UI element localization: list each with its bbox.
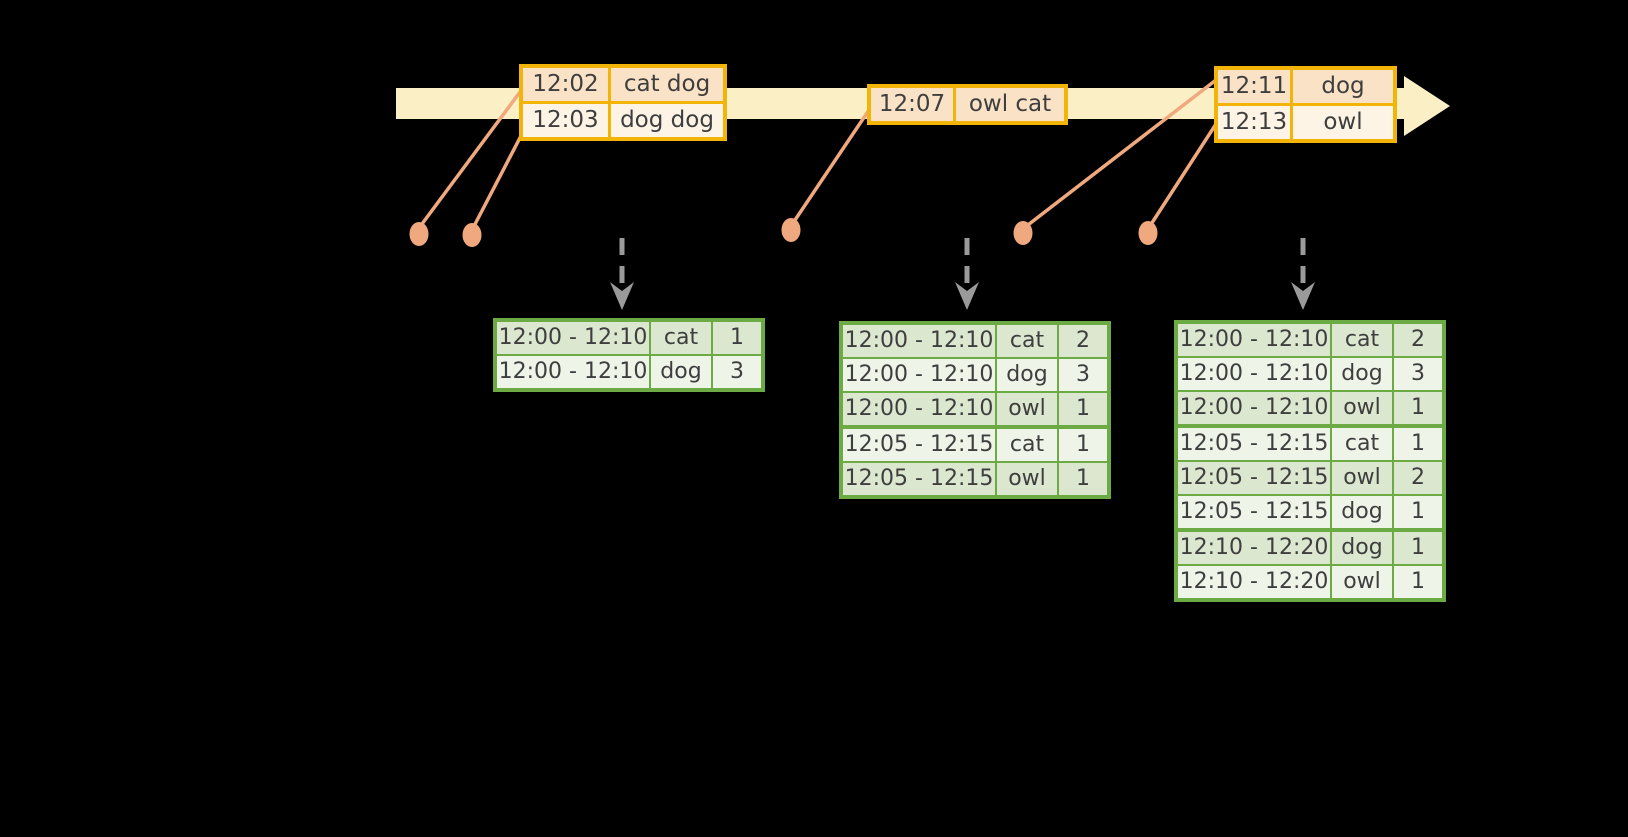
event-words-cell: owl cat (953, 88, 1064, 121)
word-cell: dog (1330, 532, 1392, 564)
event-words-cell: cat dog (608, 68, 723, 101)
word-cell: owl (1330, 462, 1392, 494)
window-cell: 12:00 - 12:10 (1178, 358, 1330, 390)
word-cell: dog (1330, 496, 1392, 528)
event-words-cell: dog dog (608, 104, 723, 137)
event-marker-dot (409, 222, 429, 246)
count-cell: 1 (1392, 428, 1442, 460)
count-cell: 3 (1392, 358, 1442, 390)
word-cell: cat (1330, 428, 1392, 460)
word-cell: owl (995, 463, 1057, 495)
window-cell: 12:05 - 12:15 (1178, 462, 1330, 494)
event-leader-line (470, 131, 525, 231)
trigger-arrowhead-icon (955, 282, 979, 310)
word-cell: cat (1330, 324, 1392, 356)
window-cell: 12:00 - 12:10 (1178, 392, 1330, 424)
event-time-axis-arrowhead-icon (1404, 76, 1450, 136)
window-cell: 12:00 - 12:10 (843, 359, 995, 391)
count-cell: 1 (1057, 429, 1107, 461)
event-leader-line (789, 109, 871, 227)
word-cell: dog (995, 359, 1057, 391)
trigger-arrowhead-icon (1291, 282, 1315, 310)
event-words-cell: owl (1290, 106, 1393, 139)
window-cell: 12:05 - 12:15 (843, 463, 995, 495)
window-cell: 12:00 - 12:10 (497, 322, 649, 354)
window-cell: 12:05 - 12:15 (1178, 428, 1330, 460)
count-cell: 1 (1392, 496, 1442, 528)
event-time-cell: 12:13 (1218, 106, 1290, 139)
word-cell: cat (649, 322, 711, 354)
window-cell: 12:00 - 12:10 (843, 325, 995, 357)
count-cell: 1 (1392, 532, 1442, 564)
count-cell: 1 (1057, 393, 1107, 425)
event-marker-dot (462, 223, 482, 247)
event-time-cell: 12:03 (523, 104, 608, 137)
word-cell: cat (995, 429, 1057, 461)
window-cell: 12:00 - 12:10 (843, 393, 995, 425)
event-time-cell: 12:11 (1218, 70, 1290, 103)
window-cell: 12:00 - 12:10 (497, 356, 649, 388)
event-words-cell: dog (1290, 70, 1393, 103)
window-cell: 12:05 - 12:15 (843, 429, 995, 461)
word-cell: dog (649, 356, 711, 388)
count-cell: 3 (711, 356, 761, 388)
count-cell: 1 (711, 322, 761, 354)
event-time-cell: 12:02 (523, 68, 608, 101)
count-cell: 1 (1392, 392, 1442, 424)
count-cell: 2 (1057, 325, 1107, 357)
word-cell: dog (1330, 358, 1392, 390)
event-marker-dot (1138, 221, 1158, 245)
trigger-arrowhead-icon (610, 282, 634, 310)
event-marker-dot (1013, 221, 1033, 245)
event-marker-dot (781, 218, 801, 242)
window-cell: 12:10 - 12:20 (1178, 532, 1330, 564)
event-leader-line (1146, 123, 1218, 230)
event-time-cell: 12:07 (871, 88, 953, 121)
word-cell: owl (995, 393, 1057, 425)
window-cell: 12:05 - 12:15 (1178, 496, 1330, 528)
window-cell: 12:10 - 12:20 (1178, 566, 1330, 598)
count-cell: 1 (1057, 463, 1107, 495)
word-cell: owl (1330, 566, 1392, 598)
word-cell: owl (1330, 392, 1392, 424)
count-cell: 2 (1392, 324, 1442, 356)
count-cell: 1 (1392, 566, 1442, 598)
count-cell: 2 (1392, 462, 1442, 494)
count-cell: 3 (1057, 359, 1107, 391)
window-cell: 12:00 - 12:10 (1178, 324, 1330, 356)
word-cell: cat (995, 325, 1057, 357)
